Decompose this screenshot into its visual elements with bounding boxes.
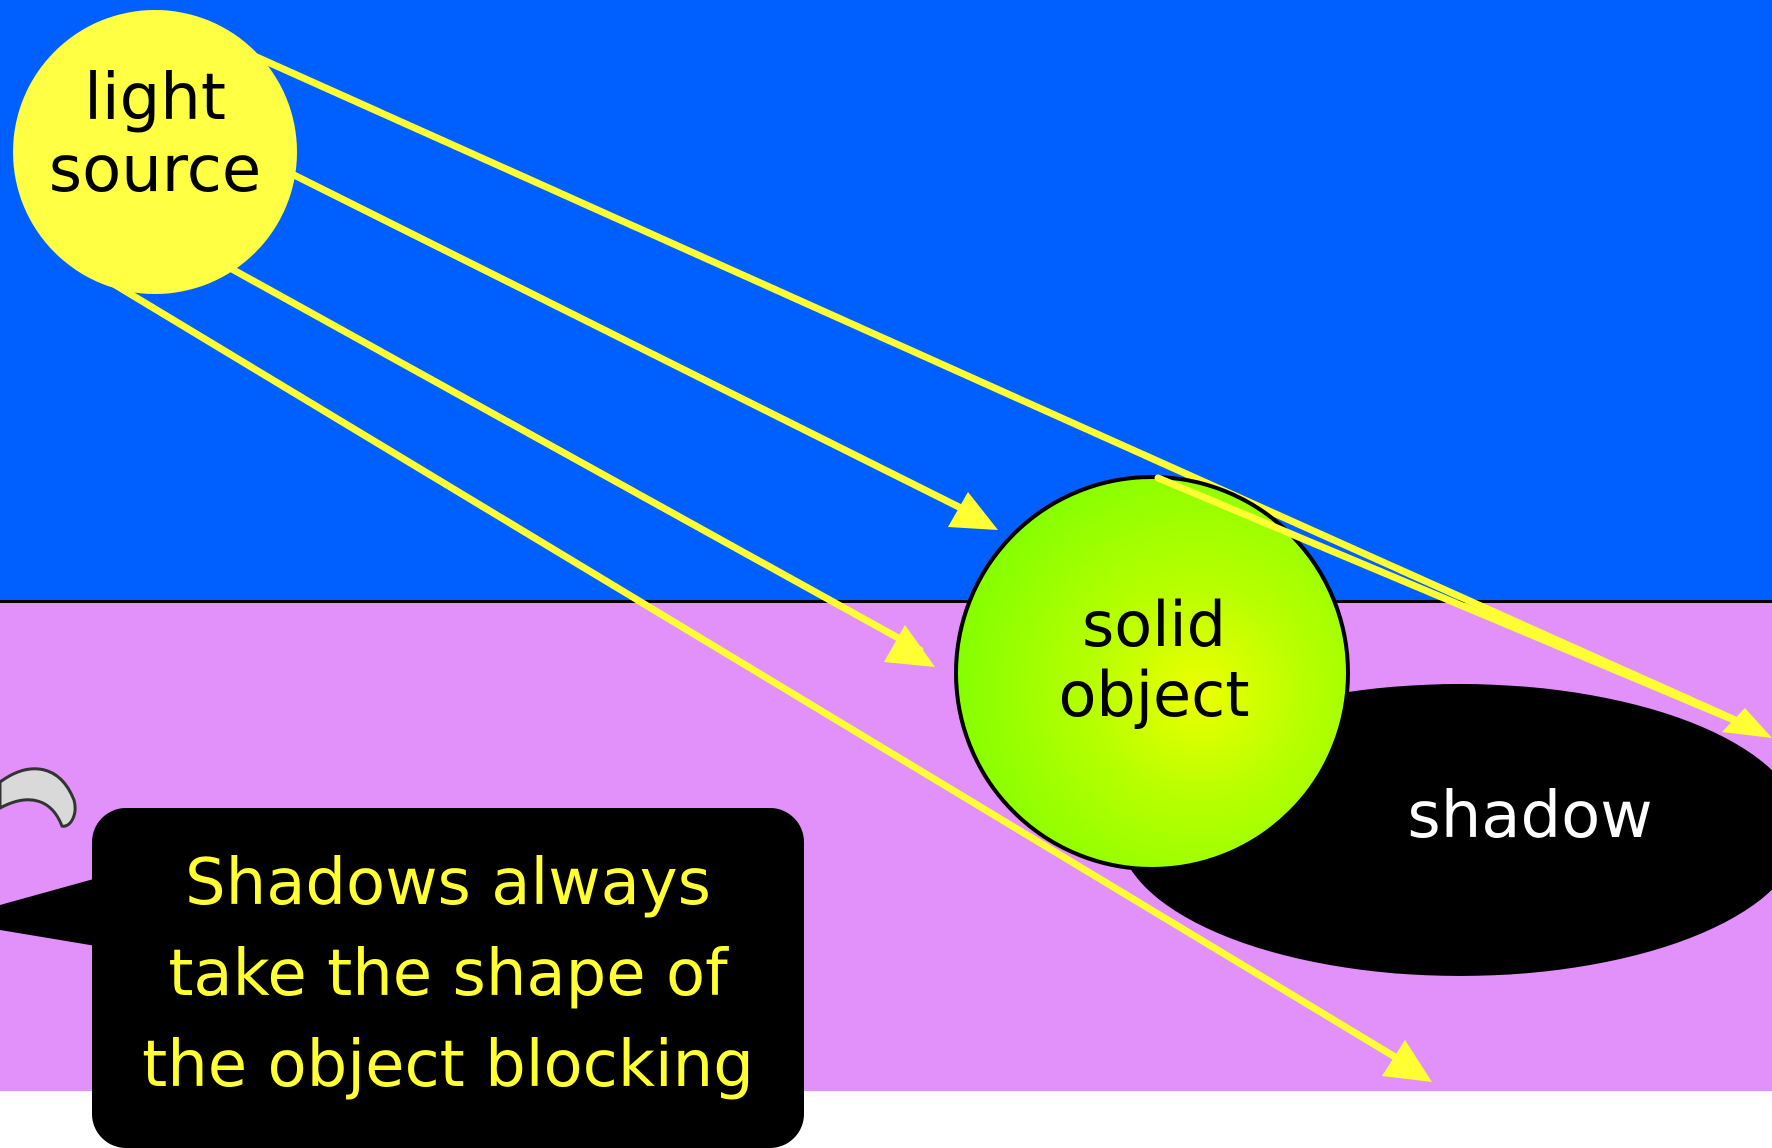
- light-ray-3: [230, 268, 920, 650]
- light-source-label: light source: [15, 62, 295, 207]
- character-arm: [0, 769, 75, 826]
- speech-bubble-text: Shadows always take the shape of the obj…: [92, 838, 804, 1111]
- arrowhead-2: [948, 492, 998, 530]
- shadow-label: shadow: [1380, 780, 1680, 852]
- solid-object-label: solid object: [1004, 590, 1304, 730]
- arrowhead-4: [1382, 1040, 1432, 1082]
